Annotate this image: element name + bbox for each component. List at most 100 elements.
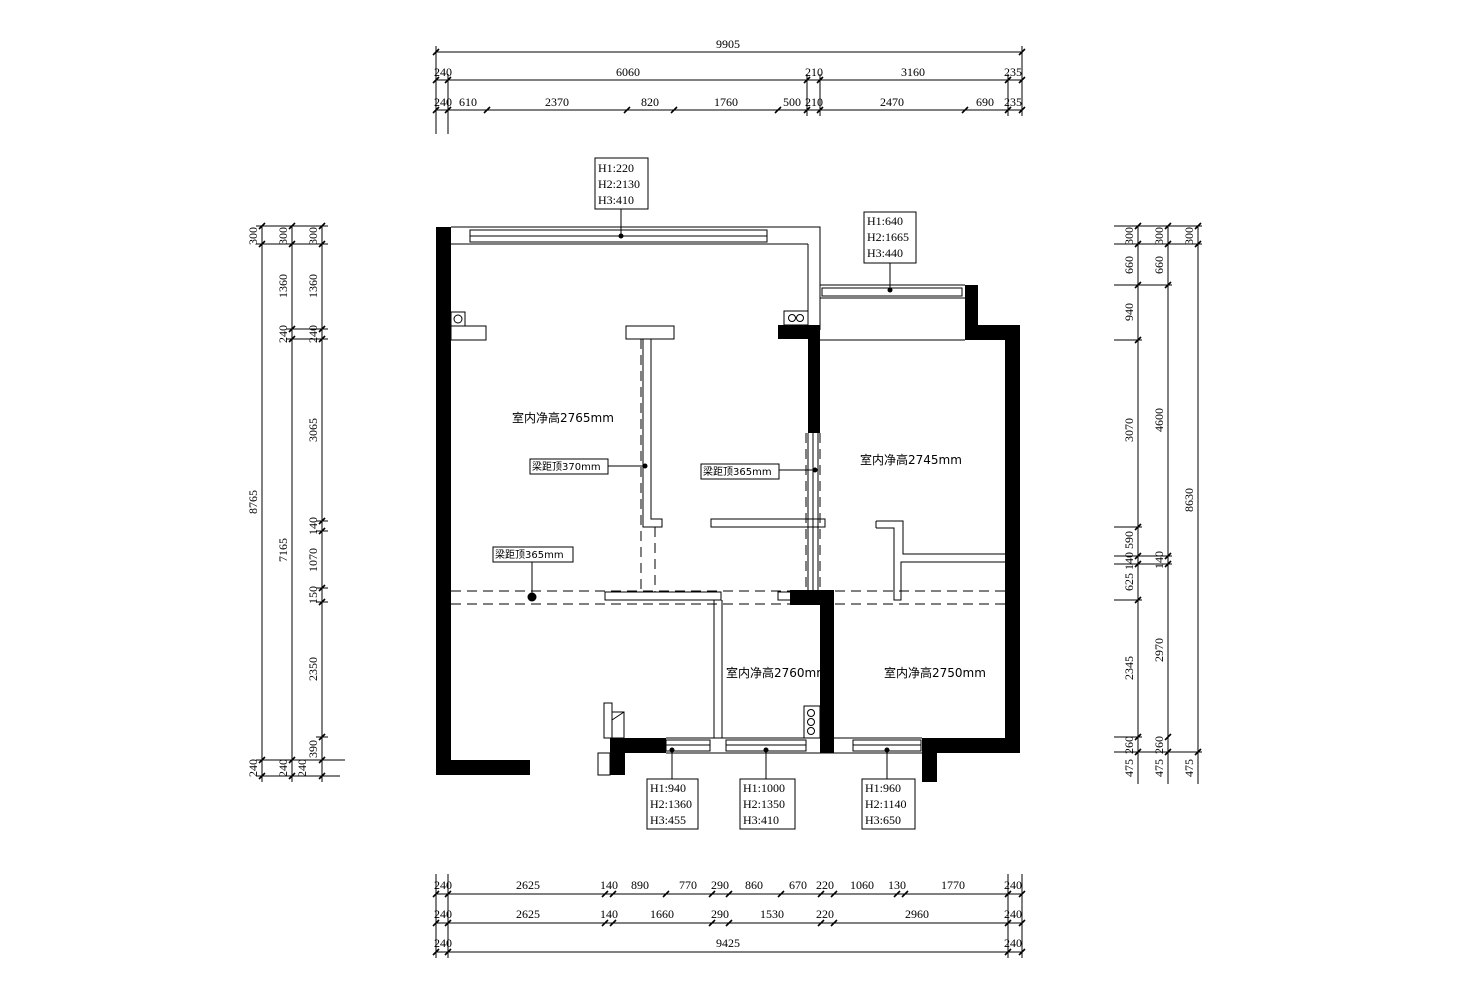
dim-bottom-overall: 240 bbox=[1004, 936, 1022, 950]
dim-right-col2: 2970 bbox=[1152, 638, 1166, 662]
svg-text:H3:410: H3:410 bbox=[598, 193, 634, 207]
dim-right-col2: 4600 bbox=[1152, 408, 1166, 432]
wall-right-upper bbox=[965, 285, 1020, 753]
left-dimensions: 300 8765 240 300 1360 240 7165 240 300 1… bbox=[246, 222, 345, 782]
wall-bottom-center bbox=[610, 738, 666, 775]
wall-left bbox=[436, 227, 451, 775]
pipe-pair-icon bbox=[783, 310, 809, 326]
dim-bottom-row1: 1770 bbox=[941, 878, 965, 892]
beam-note: 梁距顶365mm bbox=[703, 465, 772, 478]
svg-text:H1:220: H1:220 bbox=[598, 161, 634, 175]
dim-left-col3: 240 bbox=[295, 759, 309, 777]
dim-top-row2: 235 bbox=[1004, 65, 1022, 79]
dim-bottom-overall: 9425 bbox=[716, 936, 740, 950]
wall-bottom-left bbox=[436, 760, 530, 775]
room-label: 室内净高2760mm bbox=[726, 665, 828, 680]
dim-left-col2: 300 bbox=[276, 227, 290, 245]
dim-right-col1: 590 bbox=[1122, 531, 1136, 549]
beam-notes: 梁距顶370mm 梁距顶365mm 梁距顶365mm bbox=[492, 458, 818, 602]
dim-top-row3: 210 bbox=[805, 95, 823, 109]
dim-top-row2: 3160 bbox=[901, 65, 925, 79]
pipe-icon bbox=[450, 311, 466, 327]
dim-bottom-row1: 220 bbox=[816, 878, 834, 892]
room-label: 室内净高2745mm bbox=[860, 452, 962, 467]
window-tag: H1:220 H2:2130 H3:410 bbox=[594, 157, 649, 239]
svg-text:H1:640: H1:640 bbox=[867, 214, 903, 228]
dim-bottom-row1: 670 bbox=[789, 878, 807, 892]
window-tag: H1:640 H2:1665 H3:440 bbox=[863, 211, 917, 293]
dim-right-col1: 3070 bbox=[1122, 418, 1136, 442]
dim-right-col2: 300 bbox=[1152, 227, 1166, 245]
dim-left-col1: 300 bbox=[246, 227, 260, 245]
dim-left-col3: 1070 bbox=[306, 548, 320, 572]
beams bbox=[450, 325, 1005, 605]
dim-top-row3: 235 bbox=[1004, 95, 1022, 109]
top-dimensions: 9905 240 6060 210 3160 235 240 610 2370 … bbox=[432, 37, 1026, 134]
window-tag: H1:960 H2:1140 H3:650 bbox=[861, 747, 916, 830]
svg-text:H2:1350: H2:1350 bbox=[743, 797, 785, 811]
svg-text:H3:410: H3:410 bbox=[743, 813, 779, 827]
dim-top-row2: 240 bbox=[434, 65, 452, 79]
dim-bottom-row2: 2960 bbox=[905, 907, 929, 921]
wall-center-vertical bbox=[790, 590, 834, 753]
dim-left-col3: 390 bbox=[306, 740, 320, 758]
dim-right-col1: 260 bbox=[1122, 736, 1136, 754]
dim-bottom-row2: 2625 bbox=[516, 907, 540, 921]
dim-left-col3: 3065 bbox=[306, 418, 320, 442]
dim-right-col1: 140 bbox=[1122, 552, 1136, 570]
window-bedroom-top bbox=[821, 287, 963, 297]
dim-bottom-row1: 770 bbox=[679, 878, 697, 892]
room-label: 室内净高2765mm bbox=[512, 410, 614, 425]
dim-top-row3: 1760 bbox=[714, 95, 738, 109]
beam-horizontal bbox=[710, 518, 826, 528]
dim-right-col2: 260 bbox=[1152, 736, 1166, 754]
beam-note: 梁距顶370mm bbox=[532, 460, 601, 473]
dim-bottom-row1: 130 bbox=[888, 878, 906, 892]
dim-right-col3: 8630 bbox=[1182, 488, 1196, 512]
dim-left-col2: 240 bbox=[276, 325, 290, 343]
dim-top-row3: 500 bbox=[783, 95, 801, 109]
dim-left-col3: 300 bbox=[306, 227, 320, 245]
dim-left-col1: 8765 bbox=[246, 490, 260, 514]
wall-bedroom-mid bbox=[778, 325, 820, 339]
dim-bottom-row1: 890 bbox=[631, 878, 649, 892]
dim-top-row3: 690 bbox=[976, 95, 994, 109]
window-tag: H1:1000 H2:1350 H3:410 bbox=[739, 747, 796, 830]
bottom-dimensions: 240 2625 140 890 770 290 860 670 220 106… bbox=[432, 874, 1026, 958]
dim-right-col1: 625 bbox=[1122, 573, 1136, 591]
svg-text:H3:440: H3:440 bbox=[867, 246, 903, 260]
dim-right-col3: 300 bbox=[1182, 227, 1196, 245]
dim-top-row2: 6060 bbox=[616, 65, 640, 79]
dim-bottom-row2: 240 bbox=[1004, 907, 1022, 921]
dim-bottom-row1: 2625 bbox=[516, 878, 540, 892]
dim-bottom-row1: 860 bbox=[745, 878, 763, 892]
svg-text:H2:1140: H2:1140 bbox=[865, 797, 907, 811]
dim-bottom-row2: 1530 bbox=[760, 907, 784, 921]
door-icon bbox=[597, 702, 625, 776]
dim-top-row3: 240 bbox=[434, 95, 452, 109]
dim-left-col2: 1360 bbox=[276, 274, 290, 298]
window-tags: H1:220 H2:2130 H3:410 H1:640 H2:1665 H3:… bbox=[594, 157, 917, 830]
dim-bottom-row1: 140 bbox=[600, 878, 618, 892]
svg-text:H2:1360: H2:1360 bbox=[650, 797, 692, 811]
dim-left-col1: 240 bbox=[246, 759, 260, 777]
dim-left-col3: 140 bbox=[306, 517, 320, 535]
dim-right-col1: 2345 bbox=[1122, 656, 1136, 680]
dim-left-col3: 150 bbox=[306, 586, 320, 604]
svg-text:H1:1000: H1:1000 bbox=[743, 781, 785, 795]
ledge-left bbox=[450, 325, 487, 341]
dim-left-col3: 1360 bbox=[306, 274, 320, 298]
pipe-stack-icon bbox=[803, 705, 821, 739]
dim-bottom-row2: 1660 bbox=[650, 907, 674, 921]
dim-right-col1: 300 bbox=[1122, 227, 1136, 245]
svg-text:H3:650: H3:650 bbox=[865, 813, 901, 827]
right-dimensions: 300 660 940 3070 590 140 625 2345 260 47… bbox=[1114, 222, 1202, 784]
dim-right-col1: 660 bbox=[1122, 256, 1136, 274]
dim-bottom-row2: 140 bbox=[600, 907, 618, 921]
dim-bottom-row1: 290 bbox=[711, 878, 729, 892]
dim-bottom-row2: 220 bbox=[816, 907, 834, 921]
fixtures bbox=[450, 310, 821, 776]
dim-bottom-overall: 240 bbox=[434, 936, 452, 950]
dim-right-col3: 475 bbox=[1182, 759, 1196, 777]
